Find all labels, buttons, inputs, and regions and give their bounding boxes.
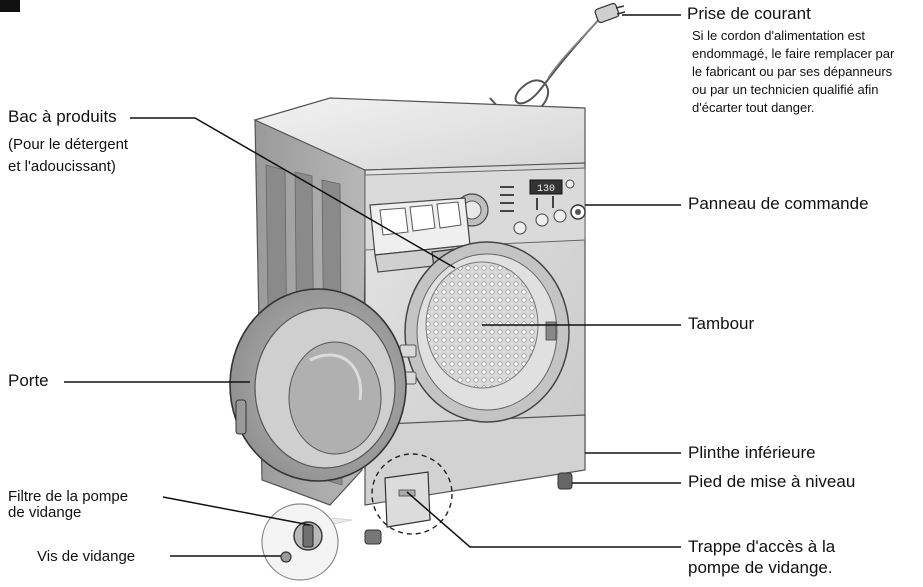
corner-mark bbox=[0, 0, 20, 12]
dispenser-note-line-1: (Pour le détergent bbox=[8, 136, 129, 153]
door-handle bbox=[235, 399, 247, 435]
display-readout: 130 bbox=[537, 184, 555, 195]
dispenser-note-line-2: et l'adoucissant) bbox=[8, 158, 116, 175]
drain-screw-icon bbox=[280, 551, 292, 563]
option-button-icon bbox=[535, 213, 549, 227]
label-pump-filter-line-1: Filtre de la pompe bbox=[8, 488, 129, 505]
label-door: Porte bbox=[8, 371, 49, 390]
label-pump-access-line-2: pompe de vidange. bbox=[688, 558, 833, 577]
label-lower-cover: Plinthe inférieure bbox=[688, 443, 816, 462]
label-power-plug: Prise de courant bbox=[687, 4, 811, 23]
label-pump-access-line-1: Trappe d'accès à la bbox=[688, 537, 836, 556]
leader-lines bbox=[64, 14, 681, 557]
drum bbox=[404, 241, 570, 423]
pump-filter-callout bbox=[261, 503, 353, 581]
cabinet-top bbox=[253, 97, 586, 171]
display-screen bbox=[529, 179, 563, 195]
start-pause-button-icon bbox=[513, 221, 527, 235]
leveling-foot-left bbox=[364, 529, 382, 545]
power-note-line-3: le fabricant ou par ses dépanneurs bbox=[692, 64, 893, 79]
label-pump-filter-line-2: de vidange bbox=[8, 504, 82, 521]
label-control-panel: Panneau de commande bbox=[688, 194, 869, 213]
pump-access-hatch bbox=[371, 453, 453, 535]
power-note-line-4: ou par un technicien qualifié afin bbox=[692, 82, 879, 97]
power-note-line-5: d'écarter tout danger. bbox=[692, 100, 815, 115]
door bbox=[229, 288, 407, 482]
label-leveling-foot: Pied de mise à niveau bbox=[688, 472, 856, 491]
panel-button-icon bbox=[565, 179, 575, 189]
option-button-icon bbox=[553, 209, 567, 223]
label-dispenser: Bac à produits bbox=[8, 107, 117, 126]
power-note-line-1: Si le cordon d'alimentation est bbox=[692, 28, 866, 43]
leveling-foot-right bbox=[557, 472, 573, 490]
power-plug-icon bbox=[489, 2, 626, 118]
label-drum: Tambour bbox=[688, 314, 755, 333]
label-drain-screw: Vis de vidange bbox=[37, 548, 136, 565]
power-note-line-2: endommagé, le faire remplacer par bbox=[692, 46, 895, 61]
